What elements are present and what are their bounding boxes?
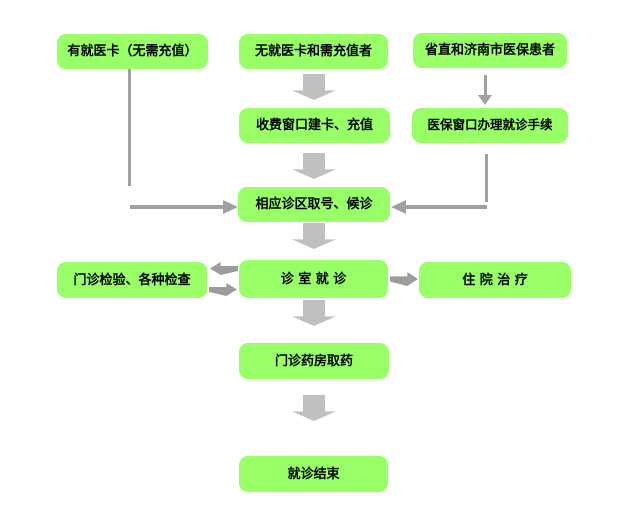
connector-line-vertical — [128, 69, 131, 186]
right-arrow-icon — [390, 272, 418, 286]
connector-line-vertical — [484, 75, 487, 96]
down-block-arrow-icon — [292, 395, 336, 421]
arrowhead-left-icon — [391, 200, 406, 214]
node-hospitalization: 住 院 治 疗 — [419, 262, 571, 298]
left-arrow-icon — [210, 262, 238, 275]
arrowhead-down-icon — [478, 95, 492, 105]
node-fee-window: 收费窗口建卡、充值 — [239, 108, 390, 143]
node-insured-patients: 省直和济南市医保患者 — [413, 33, 567, 68]
node-has-medical-card: 有就医卡（无需充值） — [57, 34, 208, 69]
node-visit-end: 就诊结束 — [239, 456, 388, 492]
down-block-arrow-icon — [292, 300, 336, 326]
connector-line-horizontal — [130, 205, 223, 209]
node-consult-room: 诊 室 就 诊 — [239, 260, 388, 298]
node-no-medical-card: 无就医卡和需充值者 — [239, 34, 388, 69]
right-arrow-icon — [209, 283, 237, 296]
arrowhead-right-icon — [223, 200, 238, 214]
node-take-number-wait: 相应诊区取号、候诊 — [238, 187, 390, 222]
down-block-arrow-icon — [292, 223, 336, 249]
node-pharmacy: 门诊药房取药 — [239, 343, 389, 379]
connector-line-vertical — [485, 154, 488, 202]
down-block-arrow-icon — [292, 153, 336, 179]
node-insurance-window: 医保窗口办理就诊手续 — [412, 108, 568, 143]
connector-line-horizontal — [406, 205, 487, 209]
node-outpatient-exams: 门诊检验、各种检查 — [57, 262, 207, 298]
down-block-arrow-icon — [292, 74, 336, 100]
